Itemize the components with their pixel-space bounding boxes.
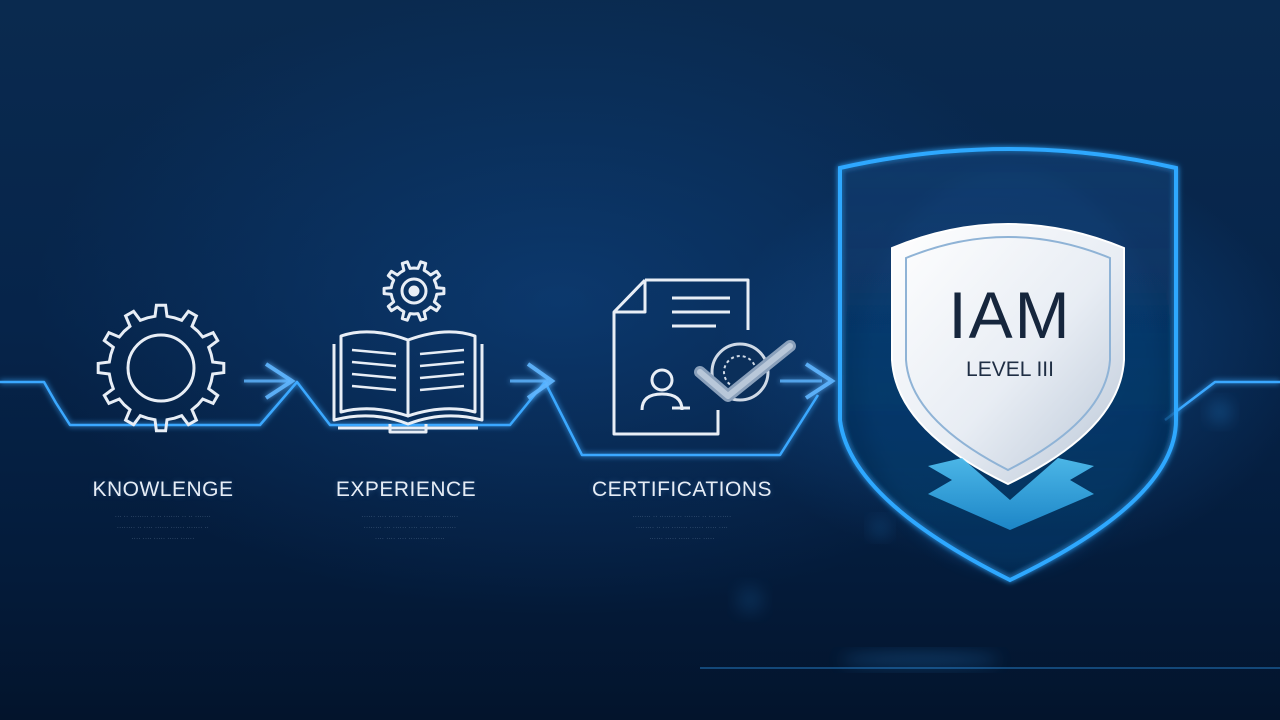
book-gear-icon bbox=[332, 260, 484, 434]
step-caption-certifications: ········ ·· ······· ·· ······· ·· ··· ··… bbox=[632, 514, 732, 542]
flow-line bbox=[0, 380, 1280, 457]
step-caption-knowledge: ··· ·· ········ ·· ·· ······· ·· ·· ····… bbox=[114, 514, 212, 542]
step-label-experience: EXPERIENCE bbox=[335, 478, 477, 501]
step-caption-experience: ······ ···· ····· ······ ·· ······· ····… bbox=[361, 514, 459, 542]
arrow-3-icon bbox=[780, 362, 836, 400]
arrow-2-icon bbox=[510, 362, 556, 400]
certificate-check-icon bbox=[612, 278, 796, 436]
badge-subtitle: LEVEL III bbox=[966, 358, 1054, 381]
badge-title: IAM bbox=[948, 278, 1072, 352]
step-label-knowledge: KNOWLENGE bbox=[92, 478, 234, 501]
step-label-certifications: CERTIFICATIONS bbox=[591, 478, 773, 501]
arrow-1-icon bbox=[244, 362, 296, 400]
ribbon bbox=[928, 458, 1094, 530]
gear-icon bbox=[96, 303, 226, 433]
shield-icon bbox=[838, 147, 1178, 583]
horizon-glow bbox=[840, 652, 1000, 668]
